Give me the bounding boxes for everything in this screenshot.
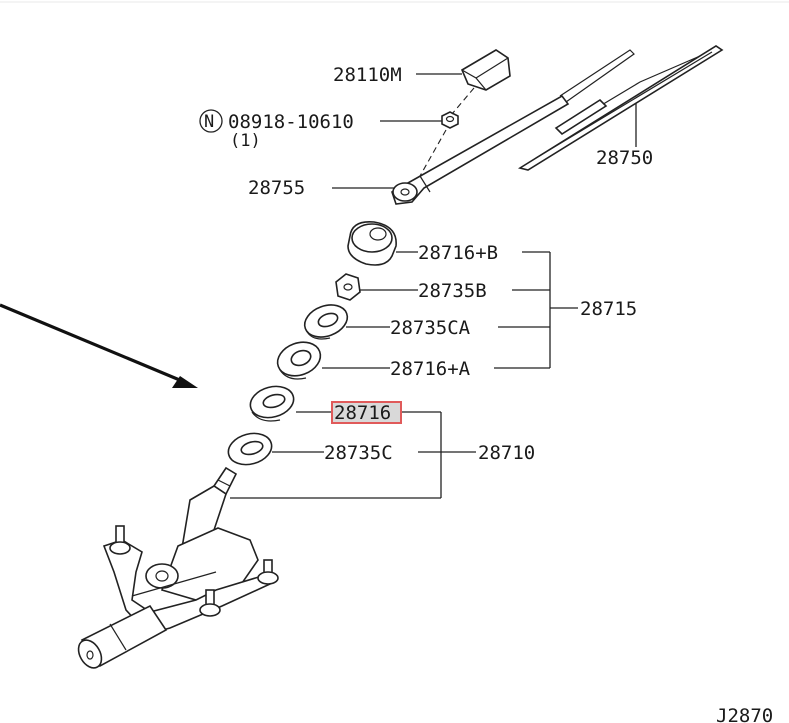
label-28735c: 28735C: [324, 442, 393, 464]
label-28110m: 28110M: [333, 64, 402, 86]
label-28716a: 28716+A: [390, 358, 471, 380]
cap-bushing-b-drawing: [347, 220, 397, 266]
diagram-code: J2870: [716, 705, 773, 723]
pointer-arrow: [0, 303, 198, 388]
washer-c-drawing: [227, 432, 273, 466]
label-28755: 28755: [248, 177, 305, 199]
label-nut-part: 08918-10610: [228, 111, 354, 133]
arm-cap-drawing: [460, 49, 511, 91]
wiper-arm-drawing: [391, 49, 635, 205]
washer-ca-drawing: [303, 304, 349, 340]
highlight-box: [331, 401, 402, 424]
hex-nut-b-drawing: [335, 273, 361, 301]
n-circle-symbol: [199, 109, 223, 133]
arm-nut-drawing: [441, 111, 459, 129]
leader-lines: [230, 73, 637, 499]
label-nut-qty: (1): [230, 131, 261, 151]
seal-a-drawing: [276, 341, 322, 380]
label-n-symbol: N: [204, 112, 214, 132]
label-28735ca: 28735CA: [390, 317, 471, 339]
label-28710: 28710: [478, 442, 535, 464]
label-28716b: 28716+B: [418, 242, 498, 264]
seal-drawing: [249, 385, 295, 422]
label-28715: 28715: [580, 298, 637, 320]
label-28735b: 28735B: [418, 280, 487, 302]
label-28750: 28750: [596, 147, 653, 169]
label-28716: 28716: [334, 402, 391, 424]
wiper-blade-drawing: [517, 45, 724, 171]
wiper-motor-drawing: [77, 466, 279, 669]
